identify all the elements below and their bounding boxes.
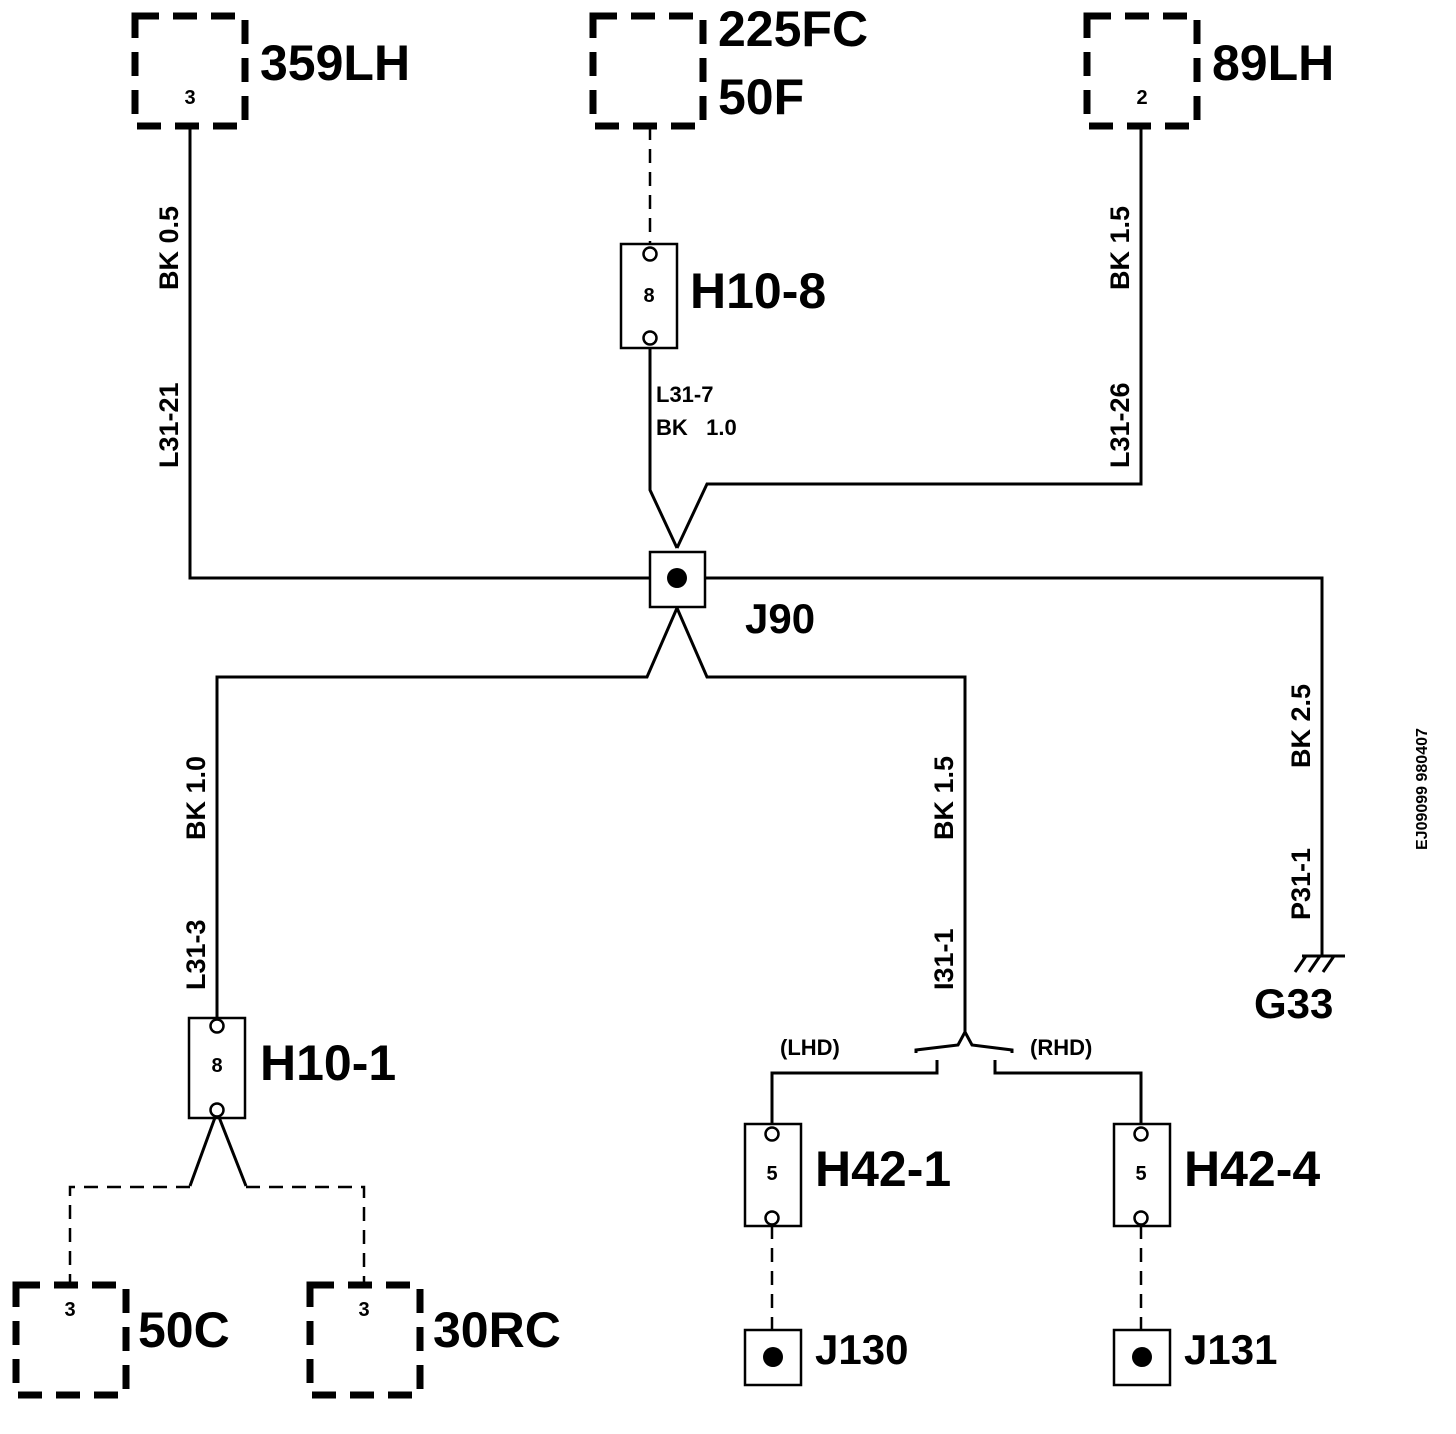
component-225fc: 225FC 50F <box>589 1 868 130</box>
component-359lh-pin: 3 <box>184 87 195 109</box>
connector-h10-1: 8 H10-1 <box>187 1016 396 1120</box>
connector-h10-1-label: H10-1 <box>260 1035 396 1091</box>
connector-h42-1: 5 H42-1 <box>743 1122 951 1228</box>
wire-l31-3-spec: BK 1.0 <box>181 756 211 840</box>
connector-h10-8-pin: 8 <box>643 285 654 307</box>
component-359lh-label: 359LH <box>260 35 410 91</box>
connector-h10-8-label: H10-8 <box>690 263 826 319</box>
component-50f-label: 50F <box>718 69 804 125</box>
connector-h42-4-pin: 5 <box>1135 1163 1146 1185</box>
wire-l31-26-spec: BK 1.5 <box>1105 206 1135 290</box>
ground-g33-label: G33 <box>1254 980 1333 1027</box>
component-30rc-label: 30RC <box>433 1302 561 1358</box>
wire-i31-1-code: I31-1 <box>929 928 959 990</box>
component-50c-pin: 3 <box>64 1299 75 1321</box>
wire-l31-21-code: L31-21 <box>154 382 184 468</box>
component-50c: 3 50C <box>12 1281 230 1399</box>
ground-g33: G33 <box>1254 954 1345 1027</box>
connector-h42-1-label: H42-1 <box>815 1141 951 1197</box>
component-89lh-pin: 2 <box>1136 87 1147 109</box>
connector-h42-4-label: H42-4 <box>1184 1141 1320 1197</box>
component-89lh-label: 89LH <box>1212 35 1334 91</box>
component-30rc: 3 30RC <box>306 1281 561 1399</box>
connector-h10-8: 8 H10-8 <box>619 242 826 350</box>
wire-l31-21-spec: BK 0.5 <box>154 206 184 290</box>
option-rhd-label: (RHD) <box>1030 1035 1092 1060</box>
document-id: EJ09099 980407 <box>1414 728 1431 850</box>
option-lhd-label: (LHD) <box>780 1035 840 1060</box>
wire-i31-1-spec: BK 1.5 <box>929 756 959 840</box>
component-225fc-label: 225FC <box>718 1 868 57</box>
connector-h42-1-pin: 5 <box>766 1163 777 1185</box>
component-89lh: 2 89LH <box>1083 12 1334 130</box>
splice-j90-label: J90 <box>745 595 815 642</box>
splice-j90: J90 <box>648 550 815 642</box>
wire-p31-1-spec: BK 2.5 <box>1286 684 1316 768</box>
splice-j131: J131 <box>1112 1326 1277 1387</box>
component-359lh: 3 359LH <box>131 12 410 130</box>
connector-h10-1-pin: 8 <box>211 1055 222 1077</box>
wire-l31-7-spec: BK 1.0 <box>656 415 737 440</box>
splice-j130-label: J130 <box>815 1326 908 1373</box>
wire-l31-26-code: L31-26 <box>1105 382 1135 468</box>
wire-p31-1-code: P31-1 <box>1286 848 1316 920</box>
splice-j131-label: J131 <box>1184 1326 1277 1373</box>
wire-l31-7-code: L31-7 <box>656 382 713 407</box>
component-30rc-pin: 3 <box>358 1299 369 1321</box>
wire-l31-3-code: L31-3 <box>181 919 211 990</box>
component-50c-label: 50C <box>138 1302 230 1358</box>
connector-h42-4: 5 H42-4 <box>1112 1122 1320 1228</box>
splice-j130: J130 <box>743 1326 908 1387</box>
